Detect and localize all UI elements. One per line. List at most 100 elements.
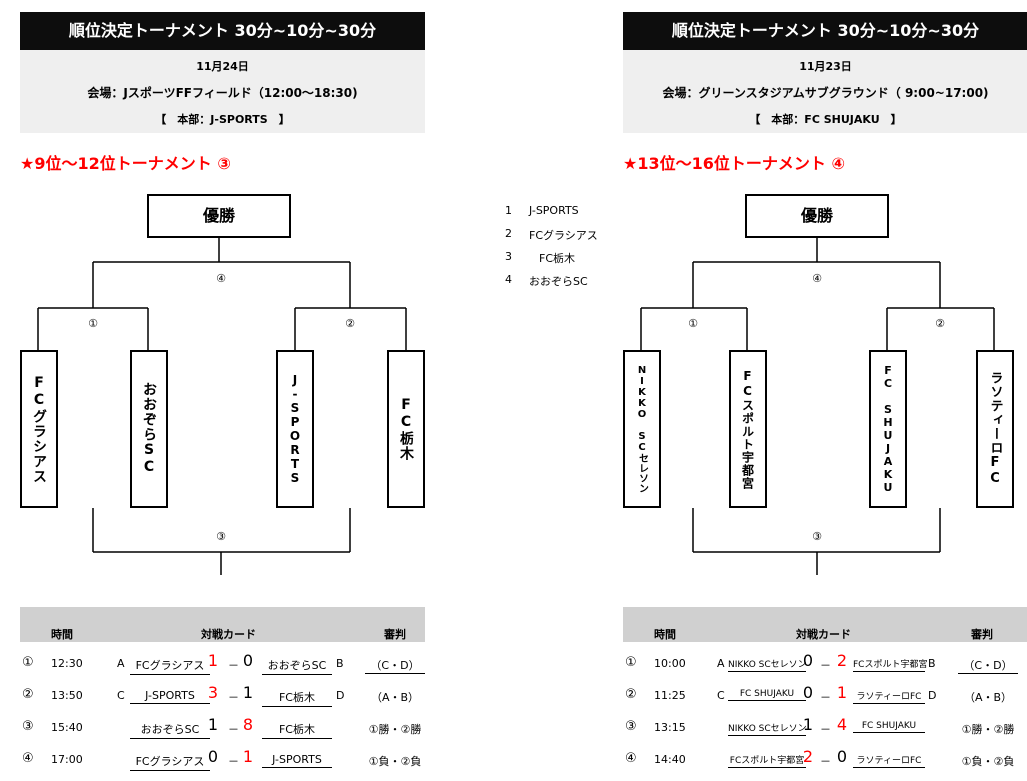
cell-num: ③ — [22, 719, 34, 734]
cell-lab2: D — [336, 689, 345, 702]
cell-lab1: C — [717, 689, 725, 702]
match-label-3: ③ — [812, 530, 822, 543]
cell-s2: 1 — [242, 683, 254, 702]
team-name: おおぞらSC — [141, 382, 157, 476]
team-list-num: 3 — [505, 250, 512, 263]
team-name: ラソティーロFC — [987, 371, 1003, 487]
match-label-2: ② — [345, 317, 355, 330]
cell-s2: 1 — [836, 683, 848, 702]
cell-team1: J-SPORTS — [130, 689, 210, 704]
cell-team1: NIKKO SCセレソン — [728, 721, 807, 736]
cell-s1: 2 — [802, 747, 814, 766]
cell-lab1: A — [717, 657, 725, 670]
cell-s2: 0 — [242, 651, 254, 670]
team-box-c: J-SPORTS — [276, 350, 314, 508]
schedule-header: 時間 対戦カード 審判 — [20, 607, 425, 642]
team-name: NIKKO SCセレソン — [636, 365, 648, 493]
col-ref: 審判 — [384, 628, 406, 641]
cell-time: 13:15 — [654, 721, 686, 734]
cell-time: 11:25 — [654, 689, 686, 702]
cell-s1: 0 — [207, 747, 219, 766]
team-box-b: FCスポルト宇都宮 — [729, 350, 767, 508]
cell-num: ② — [625, 687, 637, 702]
schedule-header: 時間 対戦カード 審判 — [623, 607, 1027, 642]
cell-s2: 0 — [836, 747, 848, 766]
cell-s1: 3 — [207, 683, 219, 702]
match-label-4: ④ — [216, 272, 226, 285]
team-name: FCスポルト宇都宮 — [740, 368, 755, 490]
match-label-1: ① — [88, 317, 98, 330]
cell-dash: － — [820, 755, 831, 768]
team-name: FCグラシアス — [31, 374, 47, 484]
cell-ref: （C・D） — [365, 657, 425, 674]
bracket-lines — [640, 238, 995, 575]
cell-team1: FCグラシアス — [130, 657, 210, 675]
col-card: 対戦カード — [201, 628, 256, 641]
col-time: 時間 — [51, 628, 73, 641]
team-name: J-SPORTS — [288, 373, 302, 485]
team-box-c: FC SHUJAKU — [869, 350, 907, 508]
bracket: 優勝 ④ ① ② ③ FCグラシアス おおぞらSC J-SPORTS FC栃木 — [20, 0, 440, 600]
col-ref: 審判 — [971, 628, 993, 641]
team-list-name: FC栃木 — [539, 252, 576, 265]
cell-s1: 0 — [802, 683, 814, 702]
match-label-3: ③ — [216, 530, 226, 543]
cell-dash: － — [820, 723, 831, 736]
cell-time: 14:40 — [654, 753, 686, 766]
header-title: 順位決定トーナメント 30分~10分~30分 — [20, 12, 425, 50]
cell-s2: 2 — [836, 651, 848, 670]
cell-num: ③ — [625, 719, 637, 734]
cell-time: 15:40 — [51, 721, 83, 734]
cell-ref: ①負・②負 — [368, 755, 422, 768]
cell-s1: 0 — [802, 651, 814, 670]
cell-dash: － — [228, 691, 239, 704]
cell-dash: － — [228, 755, 239, 768]
cell-ref: （A・B） — [963, 691, 1013, 704]
cell-num: ② — [22, 687, 34, 702]
cell-num: ① — [22, 655, 34, 670]
venue: 会場：グリーンスタジアムサブグラウンド（ 9:00~17:00) — [662, 86, 989, 100]
cell-time: 10:00 — [654, 657, 686, 670]
header-info: 11月23日 会場：グリーンスタジアムサブグラウンド（ 9:00~17:00) … — [623, 50, 1027, 133]
cell-team2: ラソティーロFC — [853, 753, 925, 768]
cell-ref: （A・B） — [370, 691, 420, 704]
cell-lab2: D — [928, 689, 937, 702]
cell-num: ④ — [22, 751, 34, 766]
team-name: FC栃木 — [398, 397, 414, 461]
cell-team2: おおぞらSC — [262, 657, 332, 675]
cell-team1: FCスポルト宇都宮 — [728, 753, 806, 768]
bracket: 優勝 ④ ① ② ③ NIKKO SCセレソン FCスポルト宇都宮 FC SHU… — [623, 0, 1027, 600]
headquarters: 【 本部：FC SHUJAKU 】 — [749, 113, 902, 126]
match-date: 11月23日 — [799, 60, 852, 73]
cell-s2: 4 — [836, 715, 848, 734]
cell-team1: FC SHUJAKU — [728, 689, 806, 701]
cell-s1: 1 — [207, 715, 219, 734]
cell-team1: NIKKO SCセレソン — [728, 657, 807, 672]
cell-team2: FC栃木 — [262, 721, 332, 739]
headquarters: 【 本部：J-SPORTS 】 — [155, 113, 290, 126]
cell-team1: FCグラシアス — [130, 753, 210, 771]
team-list-num: 4 — [505, 273, 512, 286]
cell-time: 17:00 — [51, 753, 83, 766]
team-name: FC SHUJAKU — [881, 364, 895, 494]
team-list-name: おおぞらSC — [529, 275, 588, 288]
team-list-name: J-SPORTS — [529, 204, 579, 217]
cell-s2: 8 — [242, 715, 254, 734]
cell-team1: おおぞらSC — [130, 721, 210, 739]
left-panel: 順位決定トーナメント 30分~10分~30分 11月24日 会場：JスポーツFF… — [20, 0, 440, 781]
cell-ref: ①負・②負 — [961, 755, 1015, 768]
cell-lab2: B — [928, 657, 936, 670]
header-title: 順位決定トーナメント 30分~10分~30分 — [623, 12, 1027, 50]
winner-box: 優勝 — [147, 194, 291, 238]
team-box-d: FC栃木 — [387, 350, 425, 508]
cell-num: ① — [625, 655, 637, 670]
bracket-lines — [37, 238, 407, 575]
team-list-num: 2 — [505, 227, 512, 240]
team-box-b: おおぞらSC — [130, 350, 168, 508]
